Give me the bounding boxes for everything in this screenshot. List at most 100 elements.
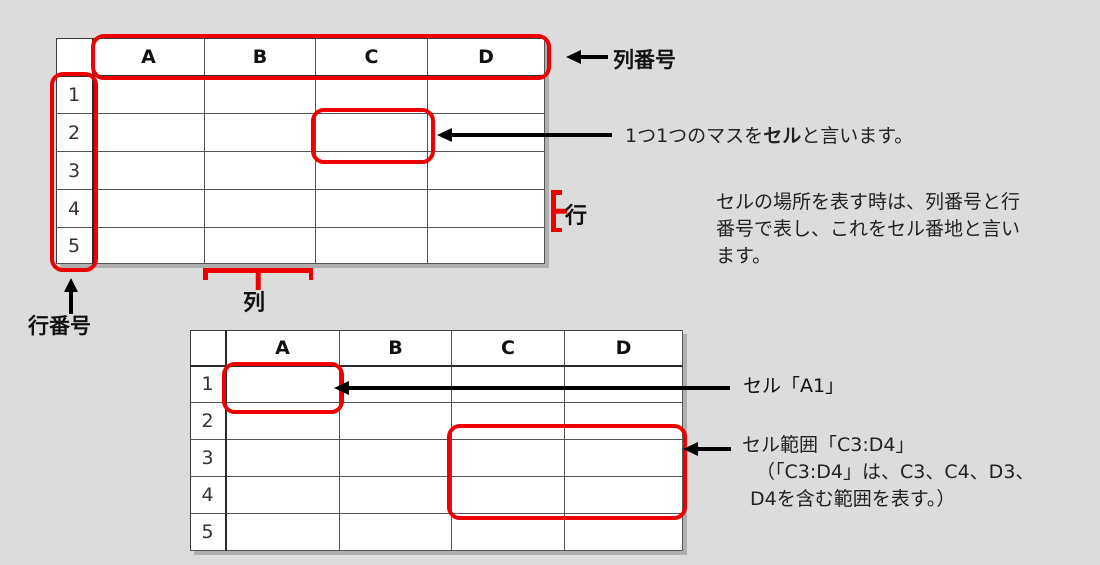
cell-a4-2[interactable] (226, 477, 340, 514)
row-header-5-2[interactable]: 5 (190, 514, 226, 551)
cell-callout-line: 1つ1つのマスをセルと言います。 (625, 123, 913, 150)
column-header-b-2[interactable]: B (340, 330, 452, 366)
cell-b4[interactable] (205, 190, 316, 228)
description-line-1: セルの場所を表す時は、列番号と行 (716, 191, 1021, 213)
cell-a1-2[interactable] (226, 366, 340, 403)
row-header-1-2[interactable]: 1 (190, 366, 226, 403)
cell-b3[interactable] (205, 152, 316, 190)
column-header-d[interactable]: D (428, 38, 545, 76)
cell-a4[interactable] (93, 190, 205, 228)
cell-c1-2[interactable] (452, 366, 565, 403)
cell-c5-2[interactable] (452, 514, 565, 551)
column-header-a-label: A (141, 45, 156, 68)
column-header-c-2[interactable]: C (452, 330, 565, 366)
corner-cell (56, 38, 93, 76)
cell-c5[interactable] (316, 228, 428, 264)
row-header-2-2[interactable]: 2 (190, 403, 226, 440)
cell-d4-2[interactable] (565, 477, 683, 514)
cell-b4-2[interactable] (340, 477, 452, 514)
cell-d3-2[interactable] (565, 440, 683, 477)
header-separator-horizontal (56, 75, 545, 77)
row-header-5[interactable]: 5 (56, 228, 93, 264)
cell-d1[interactable] (428, 76, 545, 114)
row-number-arrow (64, 278, 78, 314)
cell-range-callout-text: セル範囲「C3:D4」 （「C3:D4」は、C3、C4、D3、 D4を含む範囲を… (742, 432, 1034, 513)
label-column-word: 列 (243, 291, 266, 316)
row-header-3-2-label: 3 (201, 447, 214, 469)
column-header-a-2-label: A (275, 336, 290, 359)
column-header-c-label: C (364, 45, 379, 68)
cell-b2-2[interactable] (340, 403, 452, 440)
label-column-number: 列番号 (613, 48, 676, 72)
cell-callout-arrow (437, 128, 612, 142)
cell-range-callout-arrow (683, 442, 731, 456)
cell-a1[interactable] (93, 76, 205, 114)
label-row-word: 行 (565, 204, 588, 229)
row-header-2-2-label: 2 (201, 410, 214, 432)
row-header-3-label: 3 (67, 159, 81, 182)
row-header-5-2-label: 5 (201, 521, 214, 543)
cell-b1-2[interactable] (340, 366, 452, 403)
cell-d5-2[interactable] (565, 514, 683, 551)
label-row-number: 行番号 (28, 314, 91, 338)
cell-a3-2[interactable] (226, 440, 340, 477)
cell-callout-suffix: と言います。 (801, 125, 914, 147)
cell-c2-2[interactable] (452, 403, 565, 440)
cell-a2-2[interactable] (226, 403, 340, 440)
cell-b5[interactable] (205, 228, 316, 264)
cell-c3[interactable] (316, 152, 428, 190)
row-header-4-2[interactable]: 4 (190, 477, 226, 514)
cell-a3[interactable] (93, 152, 205, 190)
cell-a5-2[interactable] (226, 514, 340, 551)
cell-d2-2[interactable] (565, 403, 683, 440)
row-header-1[interactable]: 1 (56, 76, 93, 114)
column-header-b[interactable]: B (205, 38, 316, 76)
cell-callout-prefix: 1つ1つのマスを (625, 125, 764, 147)
cell-c4[interactable] (316, 190, 428, 228)
cell-b2[interactable] (205, 114, 316, 152)
row-header-3[interactable]: 3 (56, 152, 93, 190)
description-paragraph: セルの場所を表す時は、列番号と行 番号で表し、これをセル番地と言い ます。 (716, 189, 1020, 270)
cell-a2[interactable] (93, 114, 205, 152)
cell-c4-2[interactable] (452, 477, 565, 514)
cell-range-title: セル範囲「C3:D4」 (742, 434, 915, 456)
cell-b3-2[interactable] (340, 440, 452, 477)
cell-c1[interactable] (316, 76, 428, 114)
row-header-3-2[interactable]: 3 (190, 440, 226, 477)
column-header-a-2[interactable]: A (226, 330, 340, 366)
cell-d5[interactable] (428, 228, 545, 264)
cell-callout-emphasis: セル (763, 125, 802, 147)
cell-callout-text: 1つ1つのマスをセルと言います。 (625, 123, 913, 150)
header-separator-vertical (92, 38, 94, 264)
row-header-2[interactable]: 2 (56, 114, 93, 152)
cell-a5[interactable] (93, 228, 205, 264)
row-header-4-label: 4 (67, 197, 81, 220)
cell-c3-2[interactable] (452, 440, 565, 477)
cell-c2[interactable] (316, 114, 428, 152)
column-bracket (203, 268, 313, 292)
spreadsheet-grid-bottom: A B C D 1 2 3 4 5 (190, 330, 687, 555)
cell-d4[interactable] (428, 190, 545, 228)
corner-cell-2 (190, 330, 226, 366)
cell-a1-callout-arrow (334, 381, 730, 395)
column-header-c-2-label: C (501, 336, 515, 359)
spreadsheet-grid-top: A B C D 1 2 3 4 5 (56, 38, 549, 268)
header-separator-horizontal-2 (190, 365, 683, 367)
row-bracket (551, 190, 567, 232)
row-header-4[interactable]: 4 (56, 190, 93, 228)
row-header-5-label: 5 (67, 234, 81, 257)
row-header-1-2-label: 1 (201, 373, 214, 395)
column-header-c[interactable]: C (316, 38, 428, 76)
cell-d3[interactable] (428, 152, 545, 190)
cell-b1[interactable] (205, 76, 316, 114)
column-header-d-2[interactable]: D (565, 330, 683, 366)
cell-b5-2[interactable] (340, 514, 452, 551)
label-cell-a1: セル「A1」 (743, 375, 845, 397)
column-header-a[interactable]: A (93, 38, 205, 76)
column-header-d-2-label: D (615, 336, 632, 359)
cell-d1-2[interactable] (565, 366, 683, 403)
row-header-1-label: 1 (67, 83, 81, 106)
column-header-d-label: D (478, 45, 494, 68)
header-separator-vertical-2 (225, 330, 227, 551)
